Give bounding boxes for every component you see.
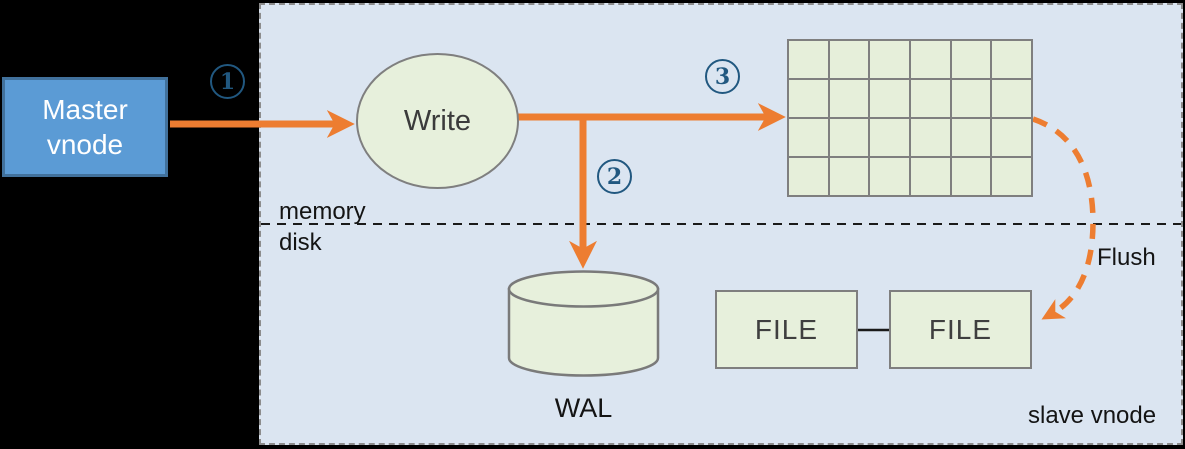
disk-layer-label: disk	[279, 229, 322, 256]
write-node: Write	[356, 53, 519, 189]
memtable-cell	[951, 158, 991, 195]
memtable-grid	[787, 39, 1033, 197]
wal-label: WAL	[554, 393, 613, 423]
file-box-1: FILE	[715, 290, 858, 369]
memory-layer-label: memory	[279, 198, 366, 225]
memtable-cell	[870, 158, 909, 195]
memtable-cell	[789, 158, 828, 195]
step-2-badge: 2	[597, 159, 632, 194]
step-3-badge: 3	[705, 59, 740, 94]
slave-vnode-label: slave vnode	[1028, 402, 1157, 429]
memtable-cell	[911, 41, 950, 78]
step-1-number: 1	[219, 68, 236, 95]
master-vnode-label-line1: Master	[42, 94, 128, 125]
master-vnode-label-line2: vnode	[46, 129, 124, 160]
file-box-2-label: FILE	[928, 313, 993, 345]
master-vnode-box: Master vnode	[2, 77, 168, 177]
memtable-cell	[789, 41, 828, 78]
memtable-cell	[870, 41, 909, 78]
step-2-number: 2	[606, 163, 623, 190]
memtable-cell	[911, 80, 950, 117]
memtable-cell	[829, 158, 869, 195]
memtable-cell	[870, 119, 909, 156]
file-box-2: FILE	[889, 290, 1032, 369]
flush-label: Flush	[1097, 244, 1156, 271]
memtable-cell	[992, 80, 1031, 117]
step-1-badge: 1	[210, 64, 245, 99]
memtable-cell	[829, 119, 869, 156]
memtable-cell	[951, 41, 991, 78]
memtable-cell	[911, 158, 950, 195]
memtable-cell	[951, 80, 991, 117]
memtable-cell	[829, 41, 869, 78]
memtable-cell	[829, 80, 869, 117]
memtable-cell	[992, 119, 1031, 156]
write-node-label: Write	[403, 104, 472, 137]
memtable-cell	[870, 80, 909, 117]
memtable-cell	[911, 119, 950, 156]
file-box-1-label: FILE	[754, 313, 819, 345]
memtable-cell	[789, 80, 828, 117]
step-3-number: 3	[714, 63, 731, 90]
memtable-cell	[789, 119, 828, 156]
memtable-cell	[992, 41, 1031, 78]
memtable-cell	[992, 158, 1031, 195]
memtable-cell	[951, 119, 991, 156]
